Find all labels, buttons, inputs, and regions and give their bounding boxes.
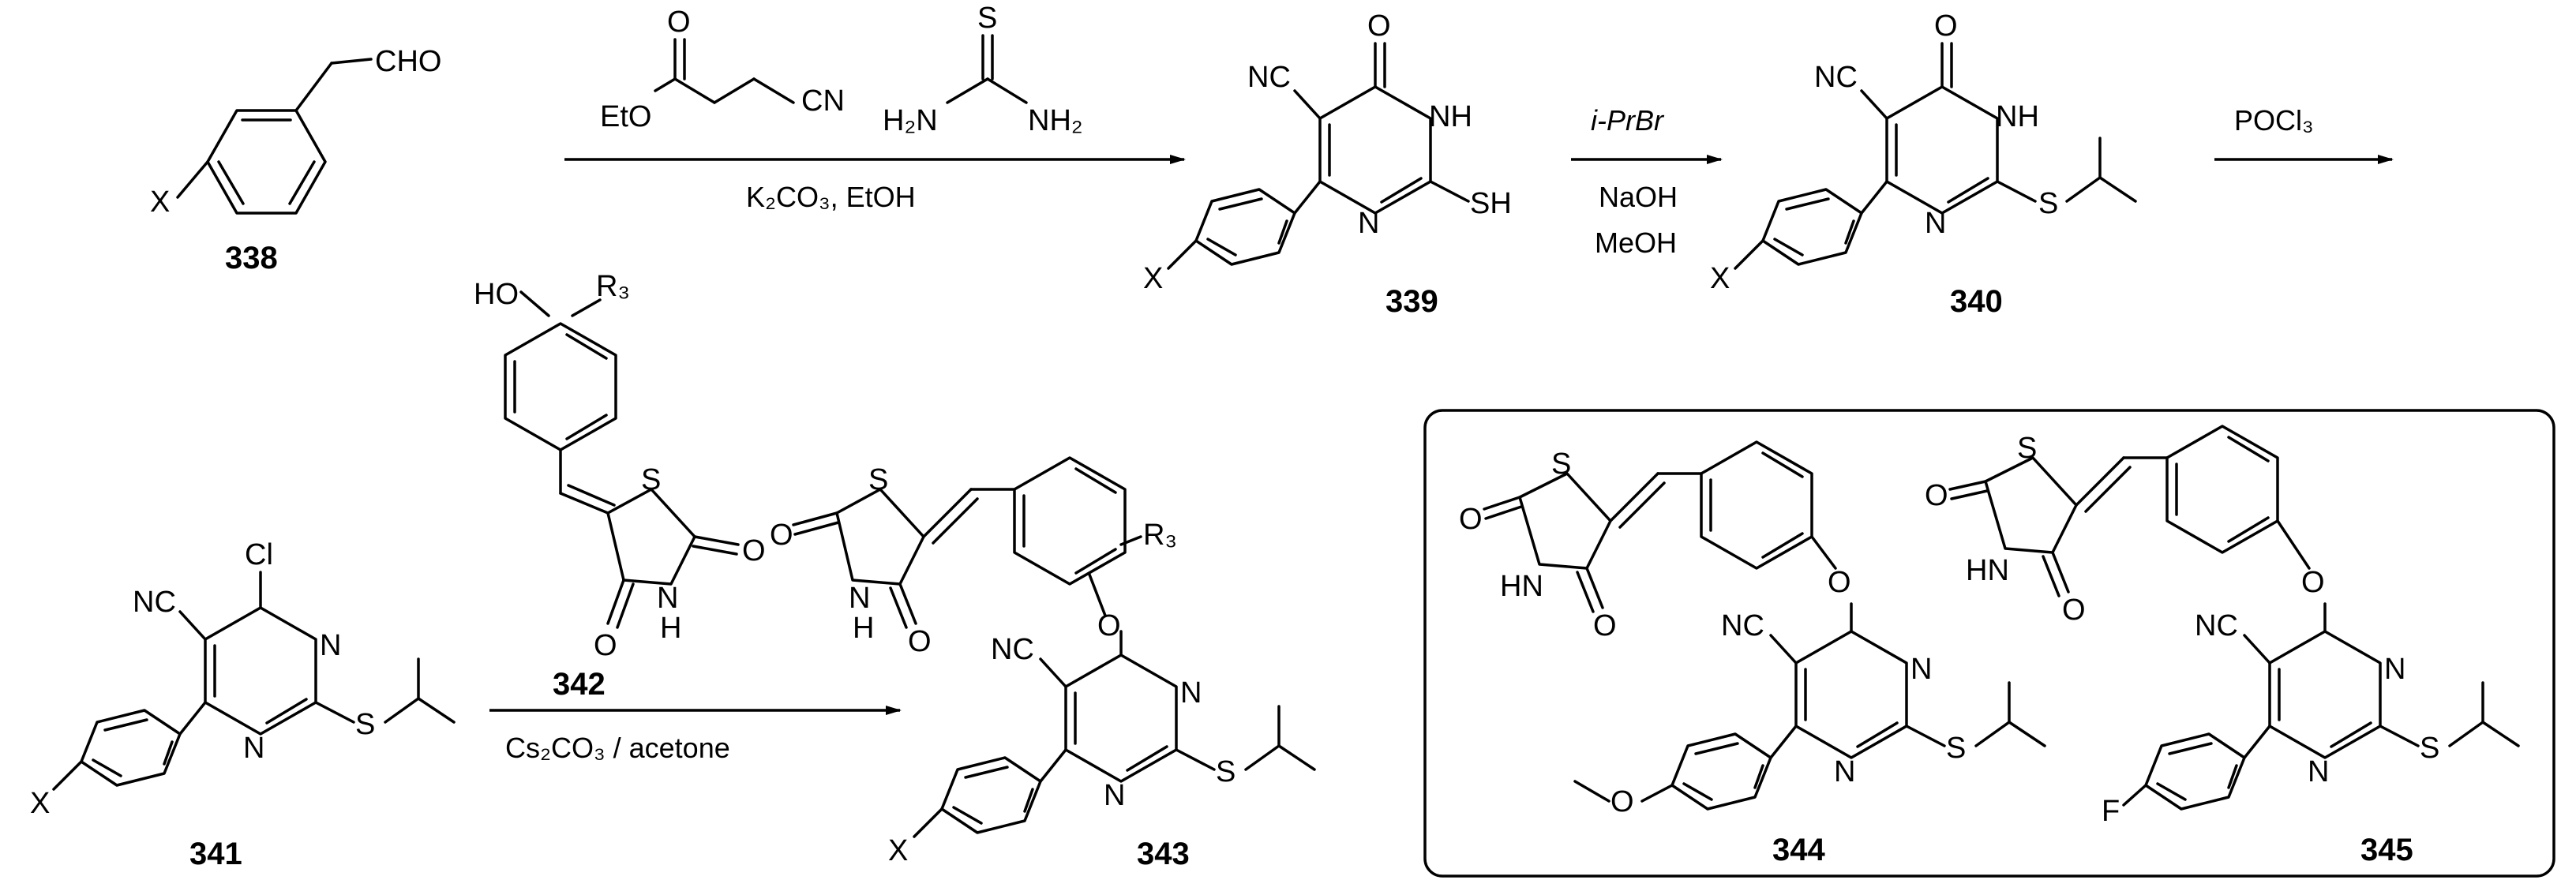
- x-label: X: [1143, 262, 1163, 295]
- cn-label: CN: [801, 84, 845, 118]
- eto-label: EtO: [600, 100, 651, 133]
- h2n-label: H₂N: [883, 104, 938, 137]
- compound-345: S O O HN O N N S NC F 345: [1925, 425, 2520, 867]
- reagent-thiourea: S H₂N NH₂: [883, 2, 1083, 137]
- reagent-ethyl-cyanoacetate: O EtO CN: [600, 6, 845, 133]
- nc-label: NC: [991, 633, 1034, 666]
- ho-label: HO: [474, 278, 519, 311]
- condition-step1: K₂CO₃, EtOH: [746, 181, 916, 213]
- s-label: S: [641, 463, 661, 496]
- example-box: [1423, 409, 2555, 878]
- compound-label-338: 338: [225, 241, 278, 275]
- o-label: O: [2062, 594, 2086, 627]
- o-label: O: [908, 625, 932, 658]
- s-label: S: [1946, 732, 1966, 765]
- nc-label: NC: [2195, 609, 2238, 642]
- n-label: N: [849, 582, 870, 615]
- compound-label-343: 343: [1137, 837, 1190, 871]
- condition-step4: Cs₂CO₃ / acetone: [505, 732, 730, 764]
- compound-338: CHO X 338: [150, 45, 441, 275]
- o-label: O: [1610, 785, 1634, 818]
- h-label: H: [853, 612, 874, 645]
- s-label: S: [977, 2, 997, 35]
- o-label: O: [1593, 609, 1617, 642]
- n-label: N: [1180, 676, 1202, 710]
- compound-label-342: 342: [553, 667, 606, 702]
- x-label: X: [150, 185, 170, 219]
- nh2-label: NH₂: [1028, 104, 1083, 137]
- compound-344: S O O HN O N N S NC O 344: [1459, 440, 2046, 867]
- cho-label: CHO: [375, 45, 441, 78]
- condition-step3: POCl₃: [2234, 104, 2314, 137]
- n-label: N: [243, 732, 264, 765]
- s-label: S: [2038, 187, 2058, 220]
- compound-label-341: 341: [189, 837, 242, 871]
- compound-343: S O O N H R₃ O N N S NC X 343: [770, 456, 1316, 871]
- compound-339: O NH N SH NC X 339: [1143, 9, 1512, 319]
- s-label: S: [1216, 755, 1236, 788]
- n-label: N: [1925, 207, 1946, 240]
- f-label: F: [2102, 795, 2120, 828]
- s-label: S: [2420, 732, 2439, 765]
- n-label: N: [1104, 779, 1125, 812]
- condition-step2-solvent: MeOH: [1595, 227, 1677, 259]
- s-label: S: [2017, 432, 2037, 465]
- s-label: S: [868, 463, 888, 496]
- hn-label: HN: [1500, 570, 1543, 603]
- o-label: O: [1097, 609, 1121, 642]
- x-label: X: [888, 834, 908, 867]
- s-label: S: [355, 708, 375, 741]
- nh-label: NH: [1429, 100, 1472, 133]
- n-label: N: [2308, 755, 2329, 788]
- compound-label-339: 339: [1385, 284, 1438, 319]
- x-label: X: [30, 787, 50, 820]
- compound-label-344: 344: [1772, 833, 1825, 867]
- s-label: S: [1551, 448, 1571, 481]
- nc-label: NC: [1721, 609, 1764, 642]
- n-label: N: [320, 629, 341, 662]
- condition-step2-base: NaOH: [1599, 181, 1678, 213]
- n-label: N: [657, 582, 678, 615]
- n-label: N: [1834, 755, 1855, 788]
- o-label: O: [1367, 9, 1391, 43]
- nc-label: NC: [1247, 61, 1291, 94]
- r3-label: R₃: [1143, 519, 1177, 552]
- condition-step2-reagent: i-PrBr: [1591, 104, 1665, 137]
- compound-342: HO R₃ S O O N H 342: [474, 270, 766, 702]
- n-label: N: [1358, 207, 1379, 240]
- o-label: O: [667, 6, 691, 39]
- compound-340: O NH N S NC X 340: [1710, 9, 2137, 319]
- nc-label: NC: [133, 586, 176, 619]
- o-label: O: [742, 534, 766, 567]
- compound-label-345: 345: [2360, 833, 2413, 867]
- hn-label: HN: [1966, 554, 2009, 587]
- o-label: O: [2301, 566, 2325, 599]
- o-label: O: [1459, 503, 1483, 536]
- x-label: X: [1710, 262, 1730, 295]
- h-label: H: [660, 612, 681, 645]
- compound-341: Cl N N S NC X 341: [30, 538, 456, 871]
- r3-label: R₃: [596, 270, 630, 303]
- o-label: O: [1934, 9, 1958, 43]
- nh-label: NH: [1996, 100, 2039, 133]
- o-label: O: [1828, 566, 1851, 599]
- o-label: O: [1925, 479, 1948, 512]
- compound-label-340: 340: [1950, 284, 2003, 319]
- n-label: N: [1910, 653, 1932, 686]
- o-label: O: [770, 519, 793, 552]
- nc-label: NC: [1814, 61, 1858, 94]
- n-label: N: [2384, 653, 2405, 686]
- o-label: O: [594, 629, 617, 662]
- cl-label: Cl: [245, 538, 273, 571]
- sh-label: SH: [1470, 187, 1512, 220]
